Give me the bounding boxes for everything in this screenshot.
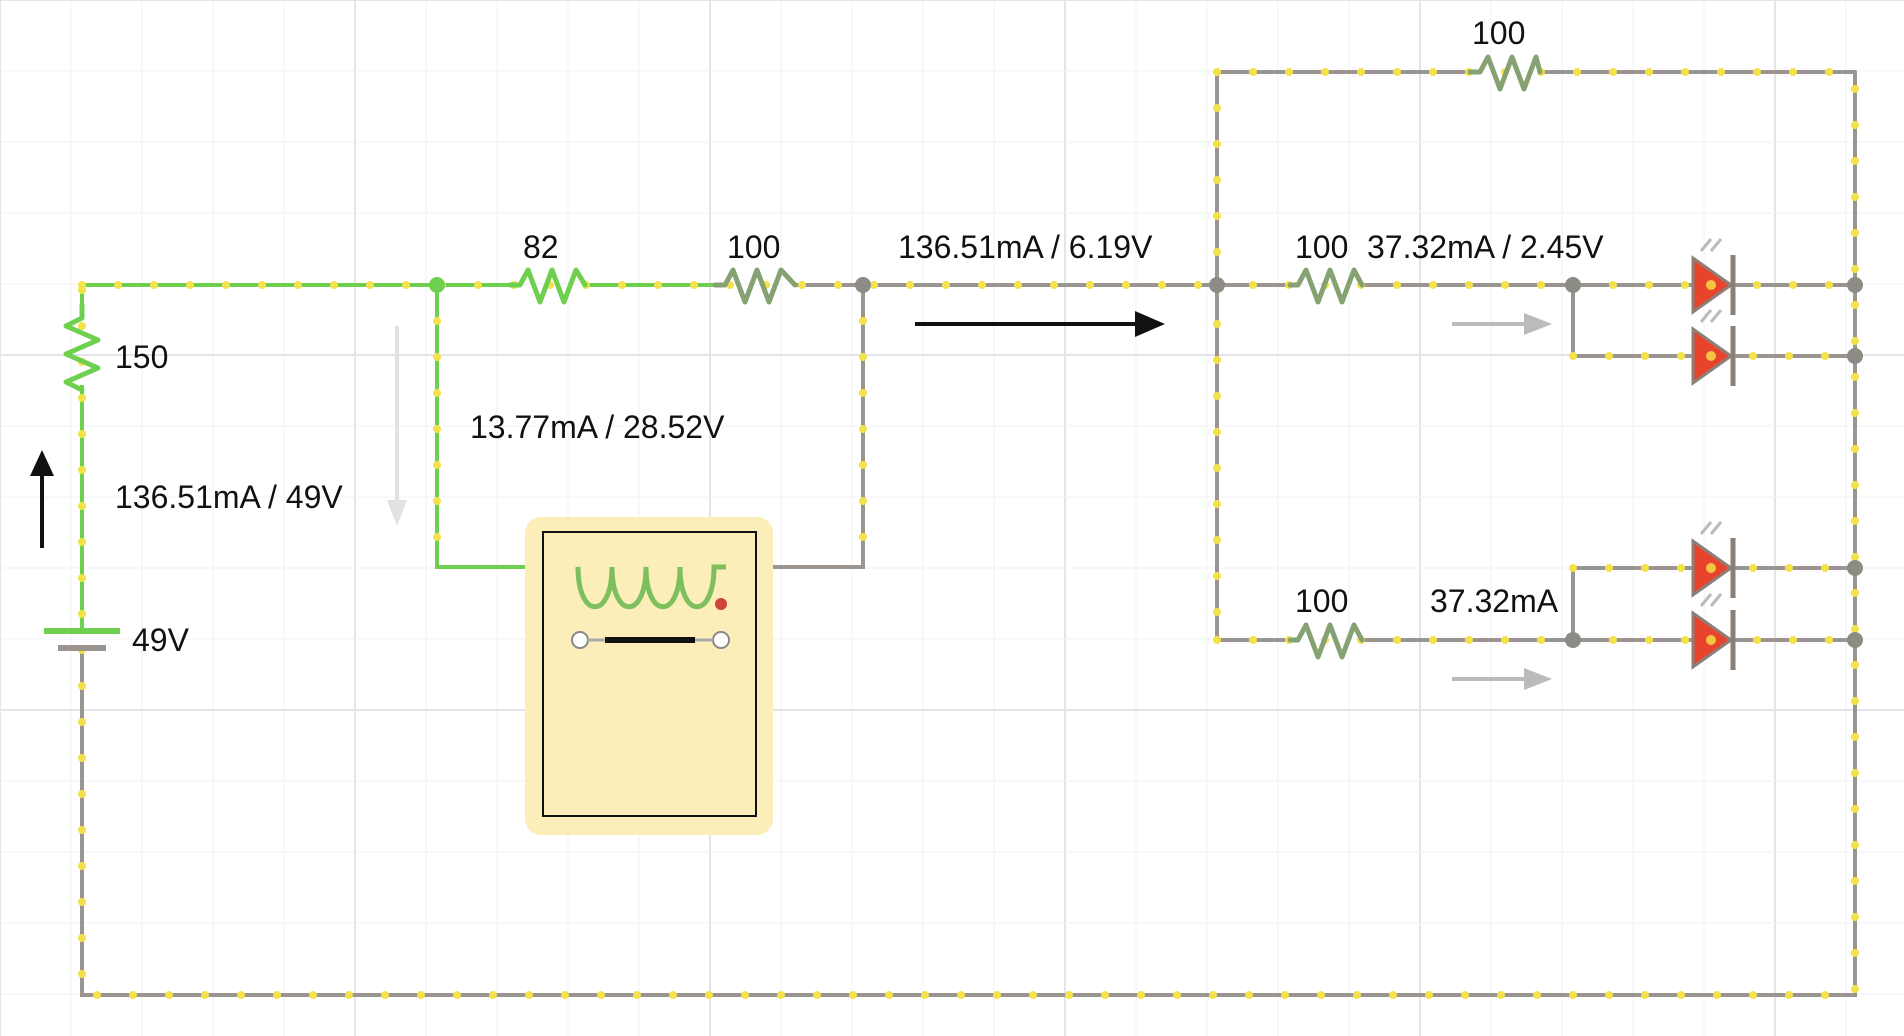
relay-icon[interactable] [525,517,773,835]
battery-resistor-label: 150 [115,339,168,375]
relay-coil [575,564,726,610]
junction-node[interactable] [1847,277,1863,293]
junction-node[interactable] [1847,560,1863,576]
labels: 150 136.51mA / 49V 49V 82 100 13.77mA / … [115,15,1604,658]
led-icon[interactable] [1691,309,1736,386]
upper-led-resistor-label: 100 [1295,229,1348,265]
current-dots [78,68,1859,999]
junction-node[interactable] [855,277,871,293]
wire-led-upper[interactable] [1215,283,1692,358]
relay-terminal[interactable] [571,631,589,649]
resistor-icon[interactable] [1287,622,1365,660]
led-icon[interactable] [1691,521,1736,598]
relay-indicator [715,598,727,610]
current-arrow-icon [387,326,407,526]
battery-voltage-label: 49V [132,622,190,658]
current-arrow-icon [915,311,1165,337]
junction-node[interactable] [1565,277,1581,293]
lower-led-reading: 37.32mA [1430,583,1559,619]
battery-icon[interactable] [44,628,120,651]
resistor-icon[interactable] [1467,54,1543,92]
wire-left-bottom[interactable] [80,70,1857,997]
resistors[interactable] [63,54,1543,660]
current-arrows [30,311,1552,690]
junction-node[interactable] [1847,348,1863,364]
wire-led-upper-out[interactable] [1735,283,1857,358]
resistor-100-label: 100 [727,229,780,265]
current-arrow-icon [1452,668,1552,690]
top-resistor-label: 100 [1472,15,1525,51]
resistor-icon[interactable] [63,302,101,393]
lower-led-resistor-label: 100 [1295,583,1348,619]
main-branch-reading: 136.51mA / 6.19V [898,229,1153,265]
junction-node[interactable] [1847,632,1863,648]
junction-node[interactable] [1565,632,1581,648]
junction-node[interactable] [1209,277,1225,293]
current-arrow-icon [1452,313,1552,335]
current-arrow-icon [30,450,54,548]
resistor-icon[interactable] [507,267,588,305]
wire-led-lower-out[interactable] [1735,566,1857,642]
battery-reading: 136.51mA / 49V [115,479,343,515]
resistor-icon[interactable] [1287,267,1365,305]
led-icon[interactable] [1691,238,1736,315]
nodes[interactable] [429,277,1863,648]
resistor-icon[interactable] [712,267,798,305]
upper-led-reading: 37.32mA / 2.45V [1367,229,1604,265]
resistor-82-label: 82 [523,229,559,265]
wires[interactable] [80,70,1857,997]
junction-node[interactable] [429,277,445,293]
relay-terminal[interactable] [712,631,730,649]
relay-branch-reading: 13.77mA / 28.52V [470,409,725,445]
leds[interactable] [1691,238,1736,670]
led-icon[interactable] [1691,593,1736,670]
